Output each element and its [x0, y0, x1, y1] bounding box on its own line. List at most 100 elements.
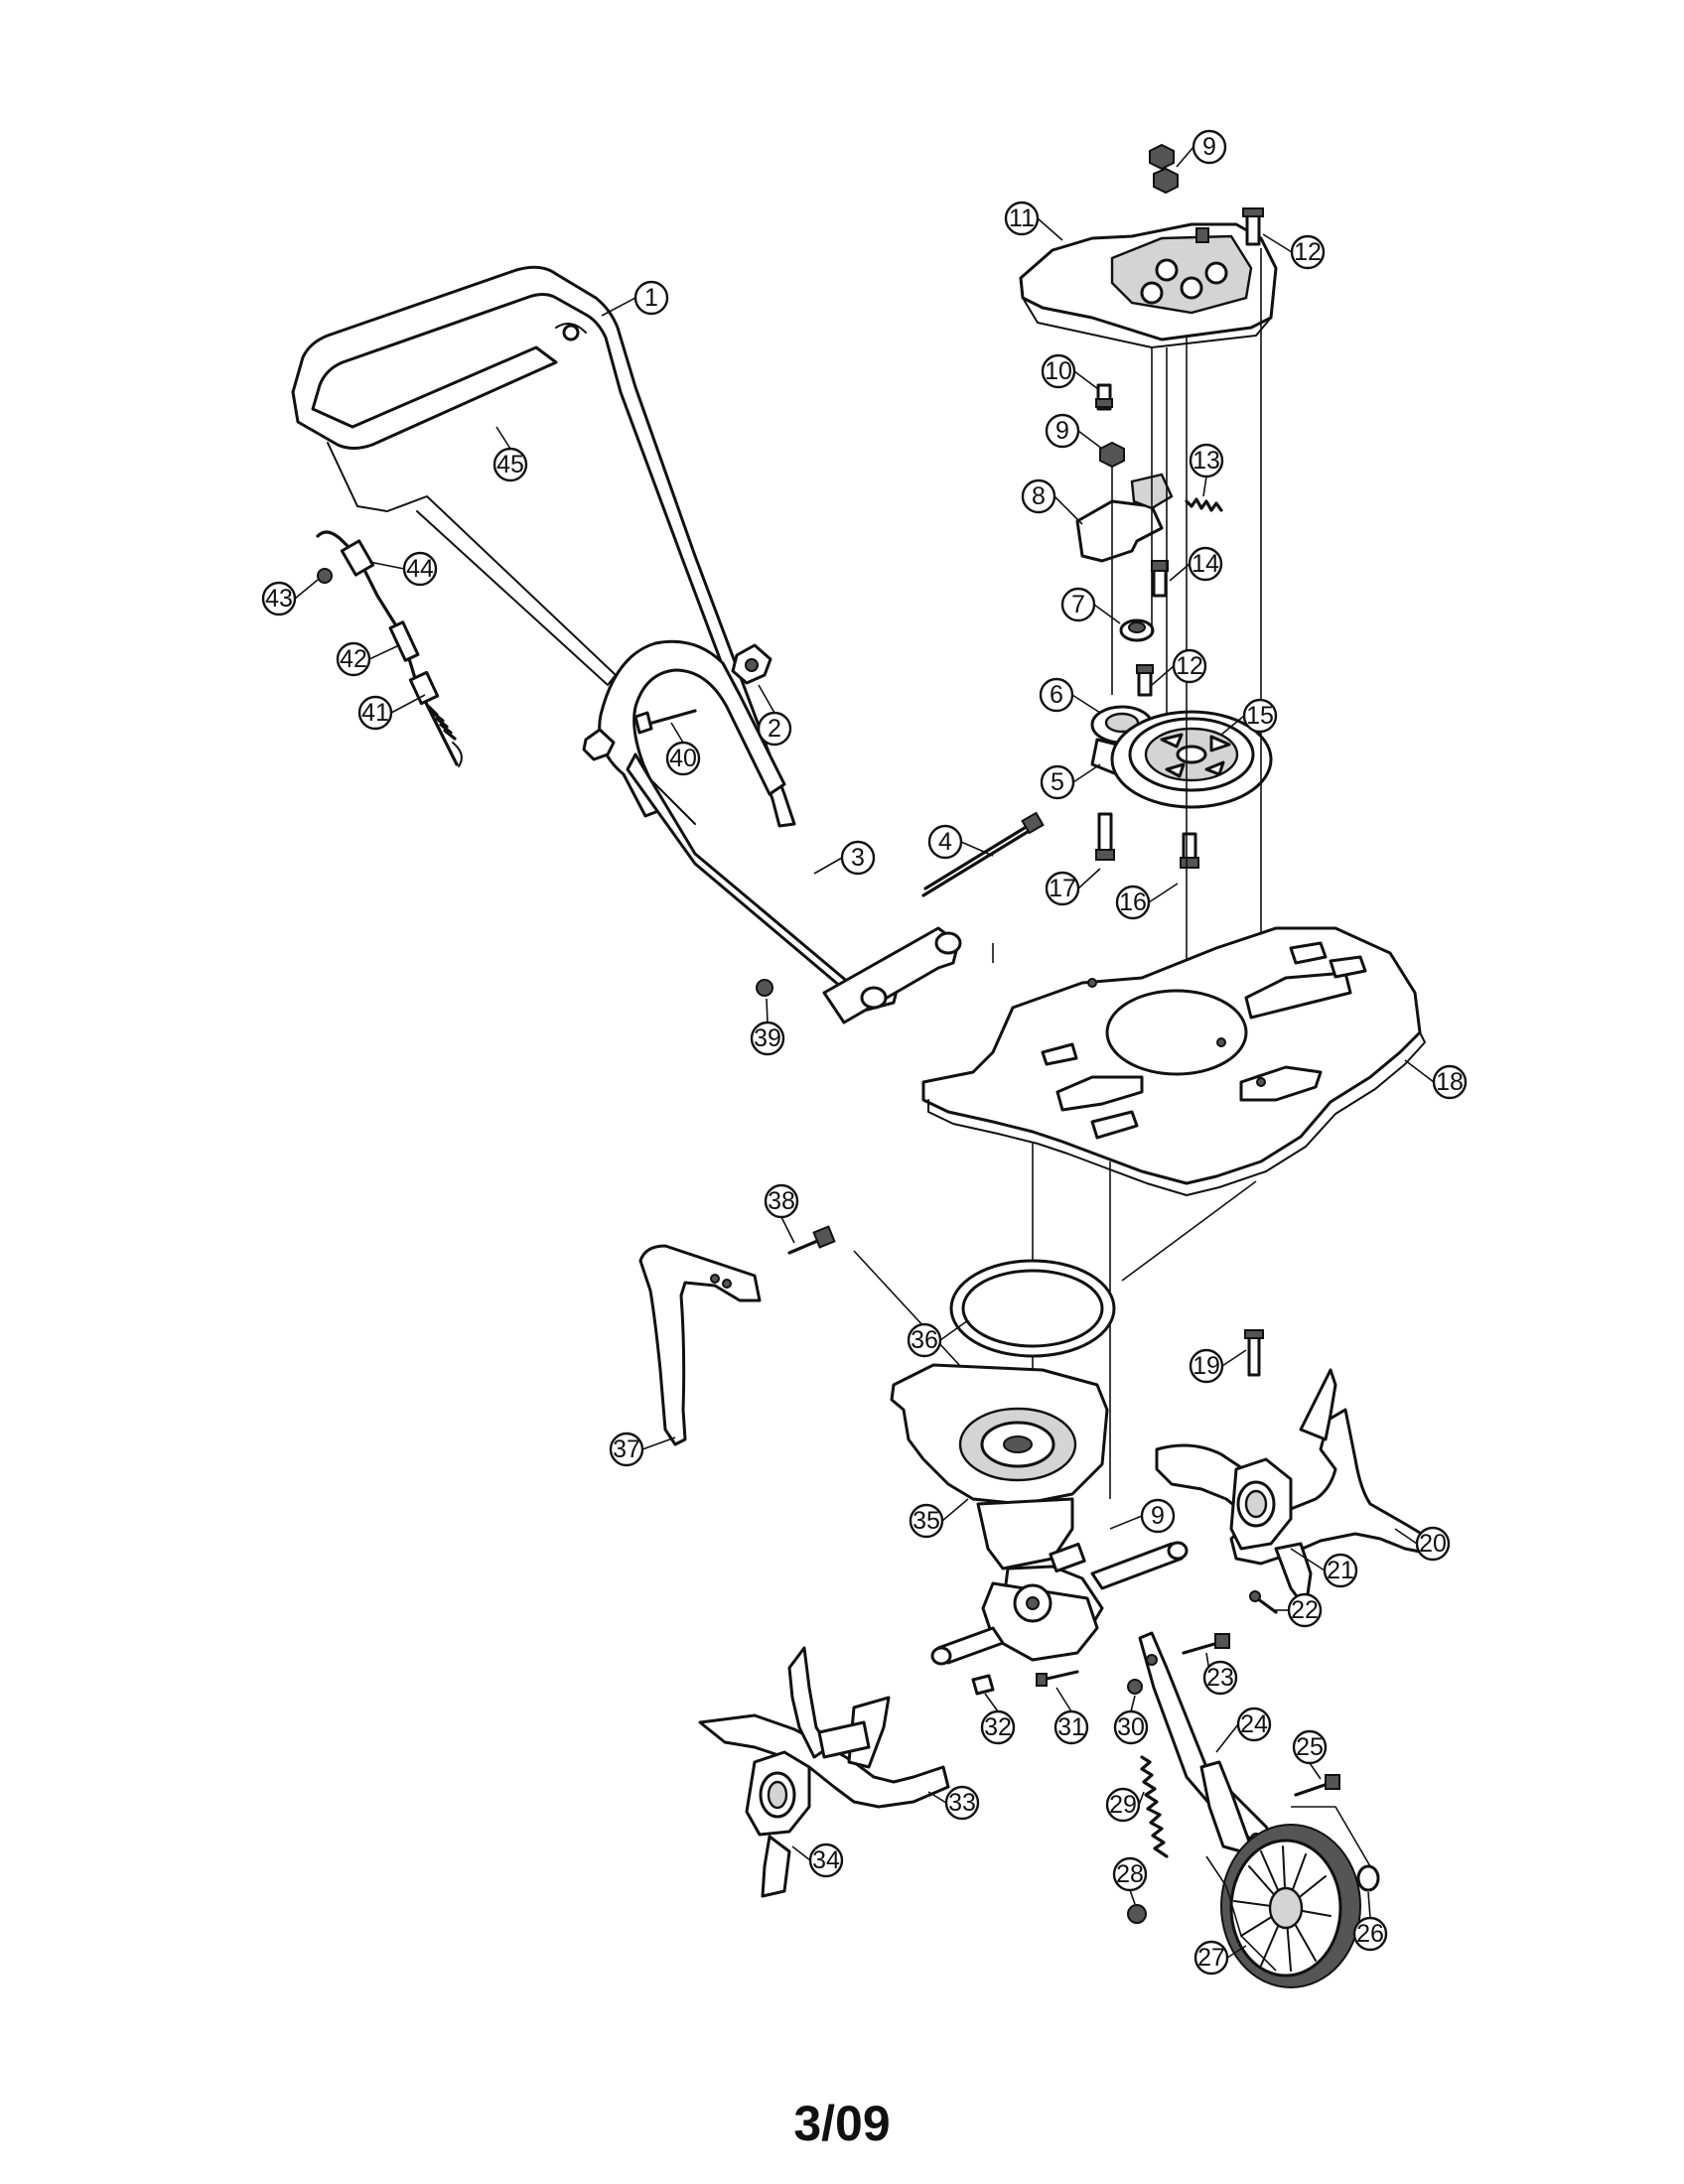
- callout-20: 20: [1394, 1526, 1451, 1562]
- callout-39: 39: [750, 998, 785, 1056]
- callout-43: 43: [261, 579, 319, 616]
- page-number: 3/09: [793, 2096, 891, 2151]
- svg-text:25: 25: [1296, 1733, 1324, 1761]
- callout-2: 2: [757, 684, 792, 747]
- depth-bar-part: [638, 1244, 762, 1446]
- svg-text:7: 7: [1071, 591, 1085, 618]
- callout-23: 23: [1202, 1652, 1238, 1696]
- bracket-spring-part: [1140, 1755, 1169, 1858]
- right-outer-tine-part: [1155, 1368, 1432, 1566]
- callout-34: 34: [791, 1843, 844, 1878]
- callout-13: 13: [1189, 443, 1224, 497]
- callout-10: 10: [1041, 353, 1099, 390]
- handle-knob-part: [731, 643, 772, 685]
- pulley-bolt-part: [1095, 812, 1199, 869]
- svg-text:17: 17: [1049, 875, 1076, 902]
- callout-45: 45: [492, 426, 528, 482]
- callout-14: 14: [1169, 546, 1223, 582]
- callout-9-middle: 9: [1045, 413, 1103, 450]
- callout-3: 3: [813, 840, 876, 876]
- svg-text:15: 15: [1246, 702, 1274, 730]
- drive-pulley-part: [1110, 710, 1273, 809]
- tine-bolt-part: [1244, 1329, 1264, 1377]
- left-outer-tine-part: [698, 1646, 950, 1809]
- svg-text:3: 3: [851, 844, 865, 872]
- callout-17: 17: [1045, 868, 1101, 906]
- wheel-bolt-part: [1294, 1774, 1340, 1797]
- svg-text:33: 33: [948, 1789, 976, 1817]
- wheel-group-bracket-lines: [1205, 1806, 1371, 1972]
- bracket-nut-part: [1127, 1679, 1143, 1695]
- wheel-nut-part: [1127, 1904, 1147, 1924]
- bracket-bolt-part: [1182, 1633, 1230, 1655]
- svg-text:45: 45: [496, 451, 524, 478]
- left-knob-part: [582, 728, 616, 761]
- cover-plate-part: [1019, 222, 1278, 348]
- callout-16: 16: [1115, 883, 1179, 920]
- left-inner-tine-part: [745, 1720, 871, 1898]
- callout-28: 28: [1112, 1856, 1148, 1905]
- belt-guide-bracket-part: [1075, 473, 1174, 563]
- depth-bar-bolt-part: [787, 1225, 836, 1255]
- hex-nut-part: [1099, 143, 1179, 469]
- svg-text:13: 13: [1193, 447, 1220, 475]
- svg-text:26: 26: [1356, 1920, 1384, 1948]
- shaft-spacer-part: [971, 1674, 995, 1696]
- clevis-pin-part: [1249, 1590, 1278, 1614]
- cable-nut-part: [317, 568, 333, 584]
- svg-text:36: 36: [911, 1326, 938, 1354]
- callout-24: 24: [1215, 1706, 1272, 1753]
- svg-text:11: 11: [1009, 205, 1035, 232]
- svg-text:16: 16: [1119, 888, 1147, 916]
- wheel-part: [1220, 1824, 1361, 1988]
- callout-8: 8: [1021, 478, 1083, 525]
- part-callouts: 1 2 3 4 5 6 7 8 9 9 9 10 11 12 12 13 14 …: [261, 129, 1468, 1976]
- callout-12-top: 12: [1262, 233, 1326, 270]
- callout-36: 36: [907, 1319, 969, 1358]
- svg-text:40: 40: [669, 745, 697, 772]
- extension-spring-part: [1185, 497, 1223, 512]
- svg-text:10: 10: [1045, 357, 1072, 385]
- callout-32: 32: [980, 1693, 1016, 1745]
- svg-text:18: 18: [1436, 1068, 1464, 1096]
- svg-text:4: 4: [938, 828, 952, 856]
- engine-bolt-part: [1095, 207, 1264, 697]
- lower-handle-part: [626, 752, 962, 1024]
- callout-31: 31: [1053, 1687, 1089, 1745]
- svg-text:21: 21: [1327, 1557, 1354, 1584]
- callout-7: 7: [1060, 587, 1121, 624]
- svg-text:43: 43: [265, 585, 293, 613]
- svg-text:42: 42: [340, 645, 367, 673]
- tine-shield-part: [921, 926, 1426, 1196]
- svg-text:27: 27: [1197, 1944, 1225, 1972]
- svg-text:12: 12: [1294, 238, 1322, 266]
- svg-text:9: 9: [1202, 133, 1216, 161]
- callout-40: 40: [665, 722, 701, 776]
- svg-text:44: 44: [406, 555, 434, 583]
- svg-text:14: 14: [1192, 550, 1219, 578]
- callout-35: 35: [909, 1498, 969, 1539]
- transmission-housing-part: [890, 1363, 1109, 1662]
- svg-text:12: 12: [1176, 652, 1203, 680]
- callout-11: 11: [1004, 201, 1063, 241]
- callout-37: 37: [609, 1432, 676, 1467]
- callout-9-lower: 9: [1109, 1498, 1176, 1534]
- callout-38: 38: [764, 1183, 799, 1244]
- svg-text:8: 8: [1032, 482, 1046, 510]
- svg-text:28: 28: [1116, 1860, 1144, 1888]
- svg-text:37: 37: [613, 1435, 640, 1463]
- idler-spacer-part: [1119, 618, 1155, 642]
- svg-text:2: 2: [768, 715, 781, 743]
- callout-26: 26: [1352, 1891, 1388, 1952]
- svg-text:29: 29: [1109, 1791, 1137, 1819]
- callout-9-top: 9: [1176, 129, 1227, 168]
- upper-handle-part: [291, 265, 796, 828]
- callout-29: 29: [1105, 1787, 1145, 1823]
- svg-text:32: 32: [984, 1713, 1012, 1741]
- callout-21: 21: [1290, 1548, 1358, 1588]
- svg-text:5: 5: [1051, 768, 1064, 796]
- svg-text:41: 41: [361, 699, 389, 727]
- callout-4: 4: [927, 824, 994, 860]
- svg-text:6: 6: [1050, 681, 1063, 709]
